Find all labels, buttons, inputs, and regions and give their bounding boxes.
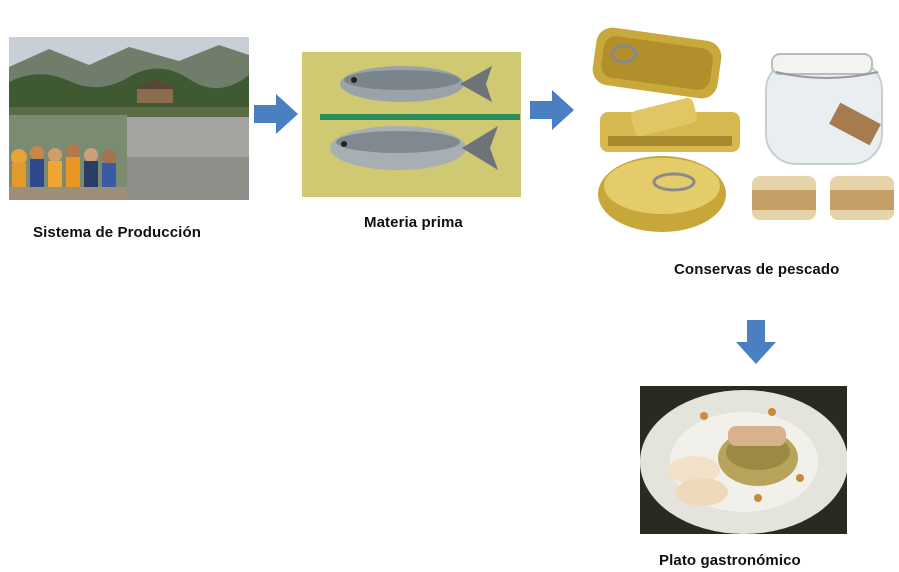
arrow-down-icon (736, 320, 776, 364)
stage-label-production: Sistema de Producción (33, 224, 201, 241)
arrow-right-icon (254, 94, 298, 134)
fish-pond-photo (9, 37, 249, 200)
stage-label-dish: Plato gastronómico (659, 552, 801, 569)
raw-fish-photo (302, 52, 521, 197)
stage-label-raw-material: Materia prima (364, 214, 463, 231)
arrow-right-icon (530, 90, 574, 130)
stage-label-canned-fish: Conservas de pescado (674, 261, 839, 278)
canned-fish-photo (580, 20, 899, 245)
plated-dish-photo (640, 386, 847, 534)
